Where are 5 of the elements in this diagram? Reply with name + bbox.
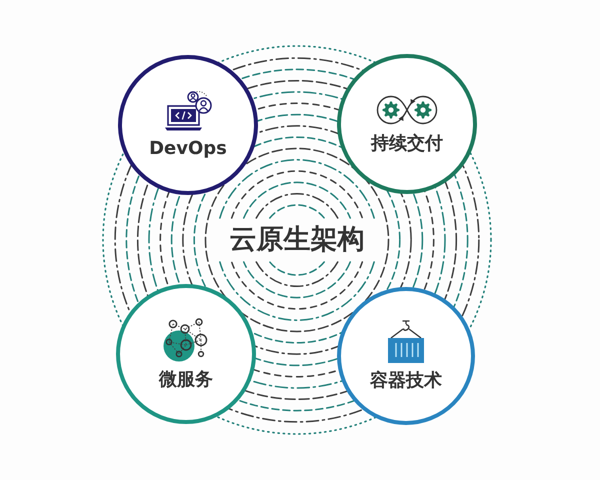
topic-title: 容器技术 xyxy=(370,370,442,392)
topic-title: DevOps xyxy=(149,138,227,160)
center-title: 云原生架构 xyxy=(230,225,364,255)
topic-title: 微服务 xyxy=(159,369,213,391)
topic-title: 持续交付 xyxy=(371,133,443,155)
